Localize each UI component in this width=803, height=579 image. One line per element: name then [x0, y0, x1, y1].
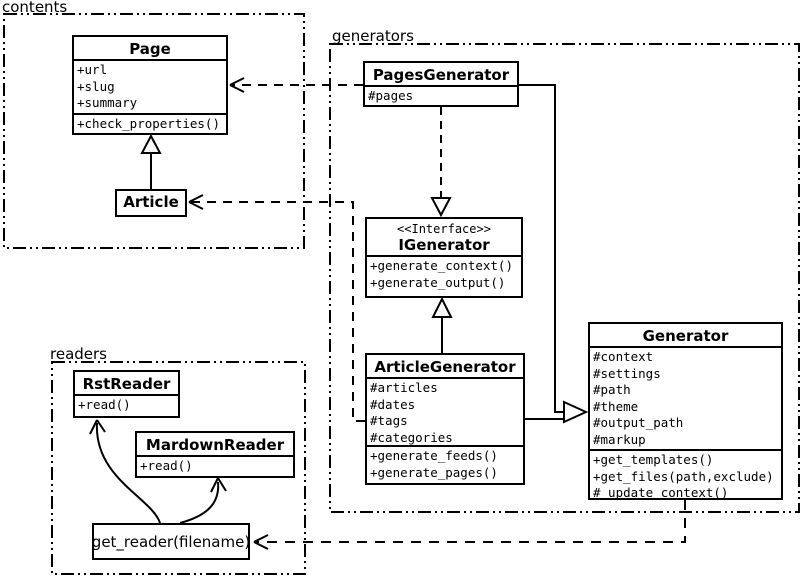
class-igenerator-title: IGenerator	[398, 236, 490, 254]
generalization-articlegenerator-to-igenerator	[431, 296, 453, 353]
package-label-readers: readers	[50, 345, 107, 363]
member-row: +generate_pages()	[370, 464, 498, 480]
member-row: #markup	[593, 431, 646, 447]
class-generator-title: Generator	[642, 327, 729, 345]
member-row: +slug	[77, 78, 115, 94]
class-generator-methods: +get_templates()+get_files(path,exclude)…	[590, 449, 781, 503]
class-articlegenerator-methods: +generate_feeds()+generate_pages()	[367, 445, 523, 482]
class-igenerator-stereotype: <<Interface>>	[397, 222, 491, 236]
package-border-contents	[3, 13, 305, 249]
generalization-generators-to-generator	[519, 84, 589, 424]
package-label-generators: generators	[332, 27, 414, 45]
class-page-methods: +check_properties()	[74, 113, 226, 134]
package-border-generators	[329, 43, 800, 513]
class-pagesgenerator-attributes: #pages	[365, 85, 517, 106]
class-igenerator-methods: +generate_context()+generate_output()	[367, 255, 521, 292]
arrow-getreader-to-rstreader	[89, 419, 161, 524]
class-page-title: Page	[129, 40, 171, 58]
dependency-generator-to-getreader	[253, 500, 686, 550]
class-pagesgenerator-title: PagesGenerator	[372, 66, 510, 84]
class-pagesgenerator: PagesGenerator #pages	[363, 61, 519, 107]
realization-pagesgenerator-to-igenerator	[430, 107, 452, 218]
class-rstreader-methods: +read()	[75, 394, 178, 415]
member-row: #output_path	[593, 415, 684, 430]
class-rstreader-title: RstReader	[82, 375, 171, 393]
class-rstreader: RstReader +read()	[73, 370, 180, 418]
member-row: +generate_feeds()	[370, 448, 498, 463]
class-article-title: Article	[123, 193, 179, 211]
member-row: #context	[593, 349, 654, 364]
class-mardownreader: MardownReader +read()	[135, 431, 295, 478]
member-row: #path	[593, 382, 631, 397]
package-label-contents: contents	[2, 0, 68, 16]
member-row: #_update_context()	[593, 485, 729, 500]
member-row: +get_templates()	[593, 452, 714, 467]
member-row: #tags	[370, 413, 408, 428]
class-articlegenerator-attributes: #articles#dates#tags#categories	[367, 377, 523, 445]
member-row: #articles	[370, 380, 438, 395]
class-igenerator: <<Interface>> IGenerator +generate_conte…	[365, 217, 523, 298]
member-row: +generate_output()	[370, 274, 506, 290]
member-row: #pages	[368, 88, 414, 103]
member-row: +check_properties()	[77, 116, 220, 131]
member-row: #categories	[370, 429, 453, 445]
node-get-reader: get_reader(filename)	[92, 523, 250, 560]
member-row: +get_files(path,exclude)	[593, 468, 774, 484]
class-page: Page +url+slug+summary +check_properties…	[72, 35, 228, 135]
arrow-getreader-to-mardownreader	[179, 477, 227, 524]
class-page-attributes: +url+slug+summary	[74, 59, 226, 113]
class-generator-attributes: #context#settings#path#theme#output_path…	[590, 346, 781, 449]
class-article: Article	[115, 189, 187, 217]
member-row: #theme	[593, 398, 639, 414]
dependency-pagesgenerator-to-page	[229, 77, 363, 93]
member-row: #dates	[370, 396, 416, 412]
member-row: +generate_context()	[370, 258, 513, 273]
class-articlegenerator-title: ArticleGenerator	[374, 358, 516, 376]
member-row: +url	[77, 62, 108, 77]
member-row: +read()	[78, 397, 131, 412]
dependency-articlegenerator-to-article	[188, 194, 365, 422]
class-mardownreader-methods: +read()	[137, 455, 293, 476]
class-articlegenerator: ArticleGenerator #articles#dates#tags#ca…	[365, 353, 525, 485]
member-row: +read()	[140, 458, 193, 473]
package-border-readers	[51, 361, 306, 575]
member-row: +summary	[77, 95, 138, 110]
class-mardownreader-title: MardownReader	[145, 436, 285, 454]
member-row: #settings	[593, 365, 661, 381]
class-generator: Generator #context#settings#path#theme#o…	[588, 322, 783, 500]
generalization-article-to-page	[140, 133, 162, 189]
